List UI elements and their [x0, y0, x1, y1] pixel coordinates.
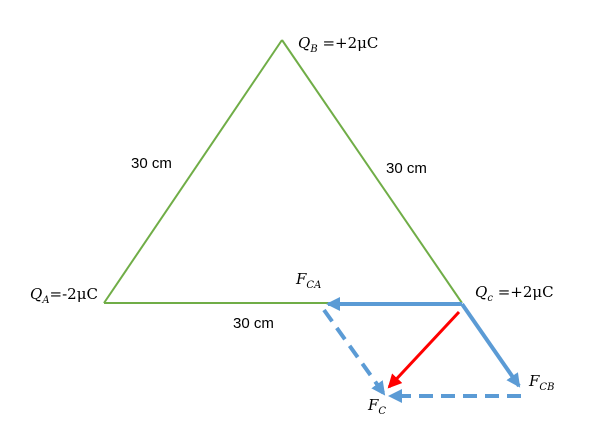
side-left-length: 30 cm — [131, 155, 172, 172]
force-cb-label: FCB — [529, 372, 555, 393]
resultant-force-arrow — [387, 310, 461, 389]
construction-dashed-diagonal — [322, 308, 386, 396]
force-ca-label: FCA — [296, 270, 322, 291]
triangle-side-left — [103, 39, 283, 304]
side-right-length: 30 cm — [386, 160, 427, 177]
force-cb-arrow — [460, 302, 521, 388]
charge-c-label: Qc =+2μC — [475, 283, 554, 304]
charge-a-label: QA=-2μC — [30, 285, 98, 306]
side-bottom-length: 30 cm — [233, 315, 274, 332]
charge-b-label: QB =+2μC — [298, 34, 379, 55]
triangle-side-right — [281, 39, 463, 304]
resultant-force-label: FC — [368, 396, 387, 417]
